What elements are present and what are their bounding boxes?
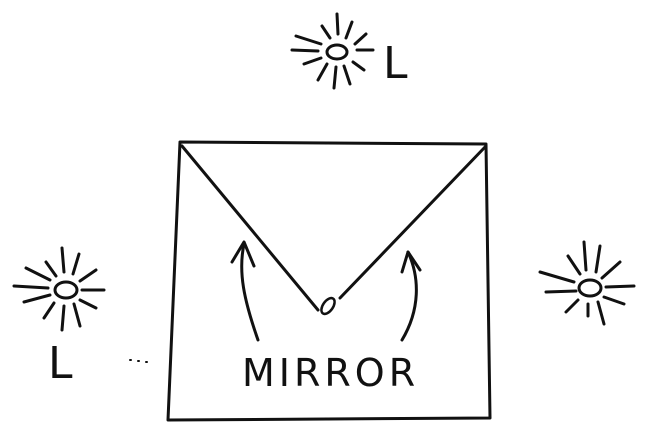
- mirror-left: [182, 146, 318, 310]
- dotted-connector: [130, 360, 147, 362]
- light-source-left: L: [14, 248, 147, 389]
- mirror-right: [340, 146, 486, 298]
- light-label-top: L: [383, 38, 408, 89]
- light-source-right: [540, 242, 634, 324]
- mirror-caption: MIRROR: [242, 351, 419, 395]
- light-source-top: L: [292, 14, 408, 89]
- light-label-left: L: [48, 338, 73, 389]
- light-bulb-right: [579, 280, 601, 296]
- light-bulb-left: [55, 282, 77, 298]
- light-bulb-top: [327, 45, 347, 59]
- light-rays-top: [292, 14, 373, 88]
- eyepiece-hole: [319, 296, 338, 316]
- light-rays-right: [540, 242, 634, 324]
- light-rays-left: [14, 248, 104, 330]
- mirror-box: MIRROR: [168, 142, 490, 420]
